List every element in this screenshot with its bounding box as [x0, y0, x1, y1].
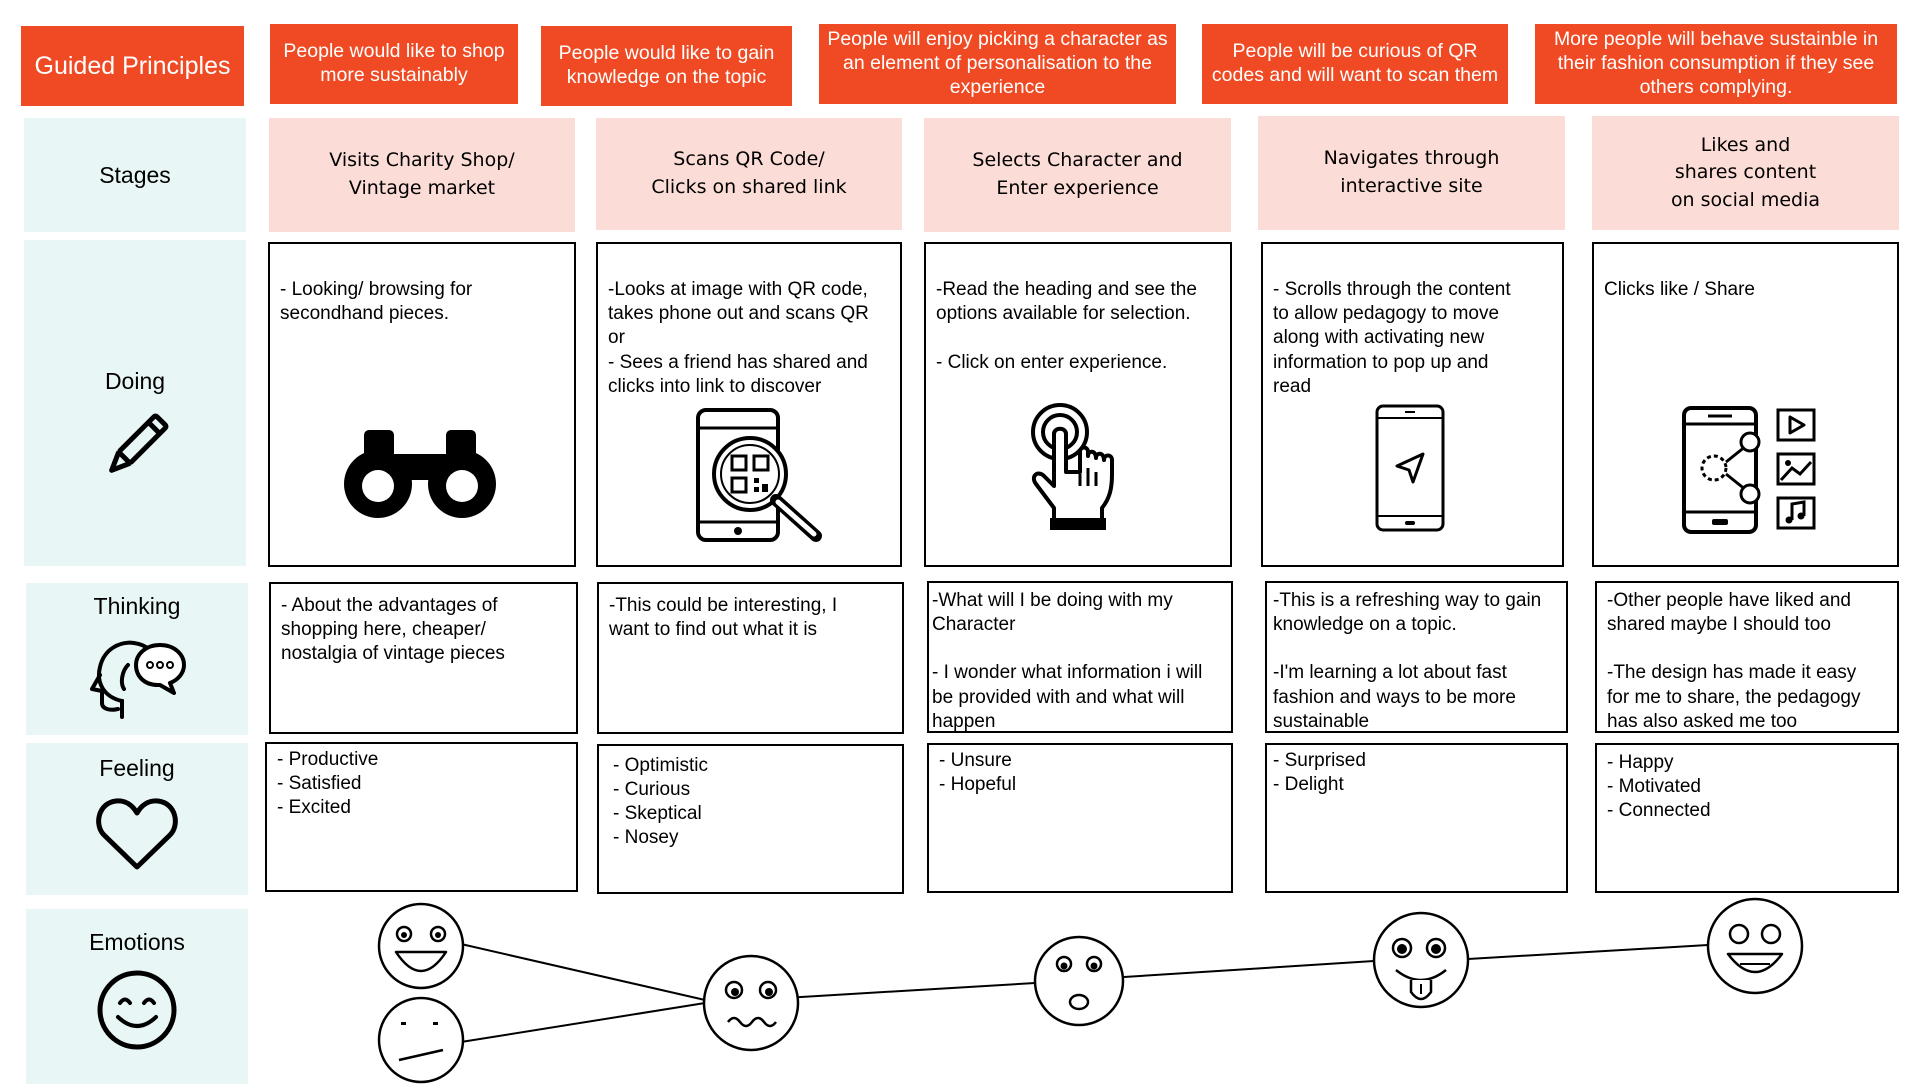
laughing-face: [377, 902, 465, 990]
doing-text-1: - Looking/ browsing for secondhand piece…: [280, 279, 473, 325]
thinking-box-1: - About the advantages of shopping here,…: [269, 582, 578, 734]
doing-text-2: -Looks at image with QR code, takes phon…: [608, 279, 869, 397]
binoculars-icon: [344, 430, 496, 518]
row-label-emotions: Emotions: [26, 909, 248, 1084]
feeling-box-4: - Surprised - Delight: [1265, 743, 1568, 893]
doing-box-1: - Looking/ browsing for secondhand piece…: [268, 242, 576, 567]
guided-principles-title: Guided Principles: [21, 26, 244, 106]
doing-box-2: -Looks at image with QR code, takes phon…: [596, 242, 902, 567]
row-label-feeling: Feeling: [26, 743, 248, 895]
doing-box-3: -Read the heading and see the options av…: [924, 242, 1232, 567]
phone-share-media-icon: [1682, 406, 1816, 534]
principle-4: People will be curious of QR codes and w…: [1202, 24, 1508, 104]
row-label-doing-text: Doing: [104, 368, 166, 394]
tongue-out-face: [1372, 911, 1470, 1009]
doing-text-5: Clicks like / Share: [1604, 279, 1755, 301]
row-label-stages-text: Stages: [99, 162, 171, 188]
thinking-box-3: -What will I be doing with my Character …: [927, 581, 1233, 733]
row-label-thinking-text: Thinking: [93, 593, 181, 619]
head-speech-bubble-icon: [90, 640, 186, 719]
stage-1: Visits Charity Shop/ Vintage market: [269, 118, 575, 232]
principle-1: People would like to shop more sustainab…: [270, 24, 518, 104]
stage-5: Likes and shares content on social media: [1592, 116, 1899, 230]
feeling-box-1: - Productive - Satisfied - Excited: [265, 742, 578, 892]
smiley-icon: [97, 970, 177, 1050]
qr-scan-phone-icon: [696, 408, 822, 542]
stage-4: Navigates through interactive site: [1258, 116, 1565, 230]
grinning-face: [1706, 897, 1804, 995]
principle-5: More people will behave sustainble in th…: [1535, 24, 1897, 104]
unimpressed-face: [377, 996, 465, 1084]
phone-navigation-icon: [1375, 404, 1445, 532]
feeling-box-5: - Happy - Motivated - Connected: [1595, 743, 1899, 893]
row-label-stages: Stages: [24, 118, 246, 232]
row-label-thinking: Thinking: [26, 583, 248, 735]
pencil-icon: [109, 413, 169, 473]
row-label-feeling-text: Feeling: [99, 755, 175, 781]
stage-2: Scans QR Code/ Clicks on shared link: [596, 118, 902, 230]
stage-3: Selects Character and Enter experience: [924, 118, 1231, 232]
thinking-box-2: -This could be interesting, I want to fi…: [597, 582, 904, 734]
row-label-doing: Doing: [24, 240, 246, 566]
doing-box-5: Clicks like / Share: [1592, 242, 1899, 567]
wavy-mouth-face: [702, 954, 800, 1052]
doing-text-4: - Scrolls through the content to allow p…: [1273, 279, 1511, 397]
thinking-box-4: -This is a refreshing way to gain knowle…: [1265, 581, 1568, 733]
feeling-box-3: - Unsure - Hopeful: [927, 743, 1233, 893]
heart-icon: [96, 798, 178, 870]
principle-2: People would like to gain knowledge on t…: [541, 26, 792, 106]
surprised-face: [1033, 935, 1125, 1027]
principle-3: People will enjoy picking a character as…: [819, 24, 1176, 104]
feeling-box-2: - Optimistic - Curious - Skeptical - Nos…: [597, 744, 904, 894]
doing-box-4: - Scrolls through the content to allow p…: [1261, 242, 1564, 567]
tap-finger-icon: [1031, 403, 1114, 530]
row-label-emotions-text: Emotions: [89, 929, 185, 955]
doing-text-3: -Read the heading and see the options av…: [936, 279, 1197, 373]
thinking-box-5: -Other people have liked and shared mayb…: [1595, 581, 1899, 733]
